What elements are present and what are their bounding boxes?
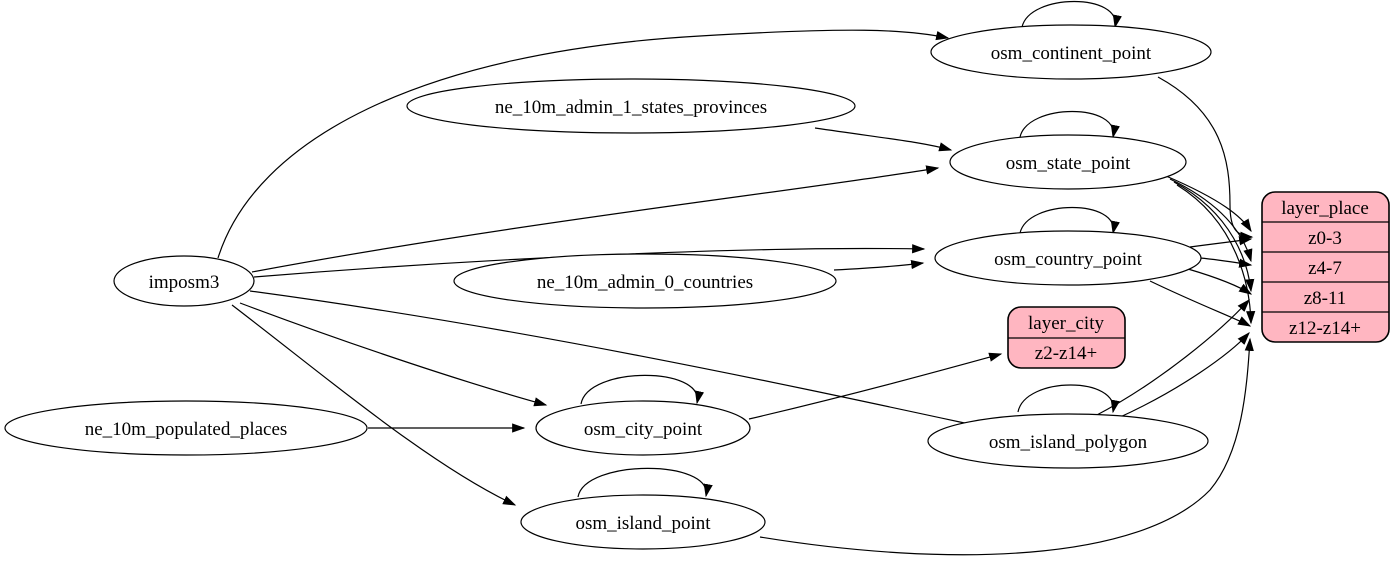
record-layer-place-row-z8-11: z8-11 (1304, 288, 1347, 309)
edge-osm-country-point-to-layer-place-z4-7 (1199, 257, 1253, 268)
edge-imposm3-to-osm-island-point (231, 304, 517, 506)
record-layer-place-row-z0-3: z0-3 (1308, 228, 1342, 249)
node-osm-city-point: osm_city_point (535, 400, 751, 456)
node-imposm3-shape (113, 255, 255, 307)
node-ne-admin1-shape (406, 78, 856, 134)
edge-osm-island-point-to-layer-place-z12-z14 (759, 337, 1254, 556)
node-ne-populated-places-label: ne_10m_populated_places (85, 419, 288, 440)
node-osm-island-polygon: osm_island_polygon (927, 413, 1209, 469)
edge-imposm3-to-osm-city-point (239, 302, 548, 407)
self-loop-osm-country-point (1019, 207, 1120, 235)
edge-ne-admin0-to-osm-country-point (833, 259, 925, 271)
record-layer-place: layer_place z0-3 z4-7 z8-11 z12-z14+ (1261, 191, 1390, 343)
node-osm-country-point-label: osm_country_point (994, 249, 1142, 270)
record-layer-place-shape (1261, 191, 1390, 343)
node-osm-island-polygon-label: osm_island_polygon (989, 432, 1148, 453)
record-layer-place-row-z12-z14: z12-z14+ (1289, 318, 1361, 339)
node-osm-island-point-shape (520, 494, 766, 550)
node-osm-country-point: osm_country_point (934, 230, 1202, 286)
node-osm-state-point-label: osm_state_point (1006, 153, 1131, 174)
self-loop-osm-city-point (580, 374, 704, 405)
edge-osm-state-point-to-layer-place-z8-11 (1173, 181, 1255, 293)
edge-osm-state-point-to-layer-place-z4-7 (1169, 178, 1253, 263)
node-ne-admin0-label: ne_10m_admin_0_countries (537, 272, 753, 293)
self-loop-osm-state-point (1019, 111, 1120, 139)
edge-osm-country-point-to-layer-place-z8-11 (1187, 268, 1253, 295)
edge-osm-state-point-to-layer-place-z12-z14 (1176, 184, 1256, 325)
node-osm-state-point: osm_state_point (949, 134, 1187, 190)
node-ne-populated-places-shape (4, 400, 368, 456)
edge-osm-country-point-to-layer-place-z12-z14 (1149, 280, 1252, 327)
node-osm-city-point-label: osm_city_point (584, 419, 703, 440)
edge-osm-city-point-to-layer-city-z2-z14 (748, 352, 1003, 420)
edge-imposm3-to-osm-continent-point (217, 29, 950, 259)
edge-imposm3-to-osm-island-polygon (249, 290, 999, 433)
node-osm-continent-point-label: osm_continent_point (991, 43, 1152, 64)
record-layer-city: layer_city z2-z14+ (1007, 306, 1126, 369)
node-osm-continent-point-shape (930, 24, 1212, 80)
node-ne-10m-admin-0-countries: ne_10m_admin_0_countries (453, 253, 837, 309)
record-layer-city-title: layer_city (1028, 313, 1104, 334)
node-osm-country-point-shape (934, 230, 1202, 286)
node-ne-admin0-shape (453, 253, 837, 309)
node-osm-island-point-label: osm_island_point (575, 513, 711, 534)
node-imposm3: imposm3 (113, 255, 255, 307)
record-layer-place-row-z4-7: z4-7 (1308, 258, 1342, 279)
edge-osm-state-point-to-layer-place-z0-3 (1165, 175, 1252, 233)
edge-osm-island-polygon-to-layer-place-z8-11 (1094, 299, 1250, 417)
edge-ne-admin1-to-osm-state-point (814, 127, 953, 152)
self-loop-osm-island-point (577, 467, 713, 498)
node-ne-10m-populated-places: ne_10m_populated_places (4, 400, 368, 456)
node-osm-state-point-shape (949, 134, 1187, 190)
node-osm-city-point-shape (535, 400, 751, 456)
record-layer-place-title: layer_place (1281, 198, 1369, 219)
node-osm-island-polygon-shape (927, 413, 1209, 469)
edge-osm-island-polygon-to-layer-place-z12-z14 (1117, 332, 1250, 419)
node-ne-10m-admin-1-states-provinces: ne_10m_admin_1_states_provinces (406, 78, 856, 134)
node-imposm3-label: imposm3 (149, 272, 220, 293)
node-osm-island-point: osm_island_point (520, 494, 766, 550)
node-ne-admin1-label: ne_10m_admin_1_states_provinces (495, 97, 767, 118)
self-loop-osm-continent-point (1021, 1, 1122, 29)
record-layer-city-row-z2-z14: z2-z14+ (1035, 343, 1097, 364)
edge-group (217, 1, 1256, 556)
self-loop-osm-island-polygon (1017, 384, 1120, 414)
edge-imposm3-to-osm-state-point (251, 165, 940, 273)
edge-osm-country-point-to-layer-place-z0-3 (1189, 236, 1253, 248)
node-osm-continent-point: osm_continent_point (930, 24, 1212, 80)
